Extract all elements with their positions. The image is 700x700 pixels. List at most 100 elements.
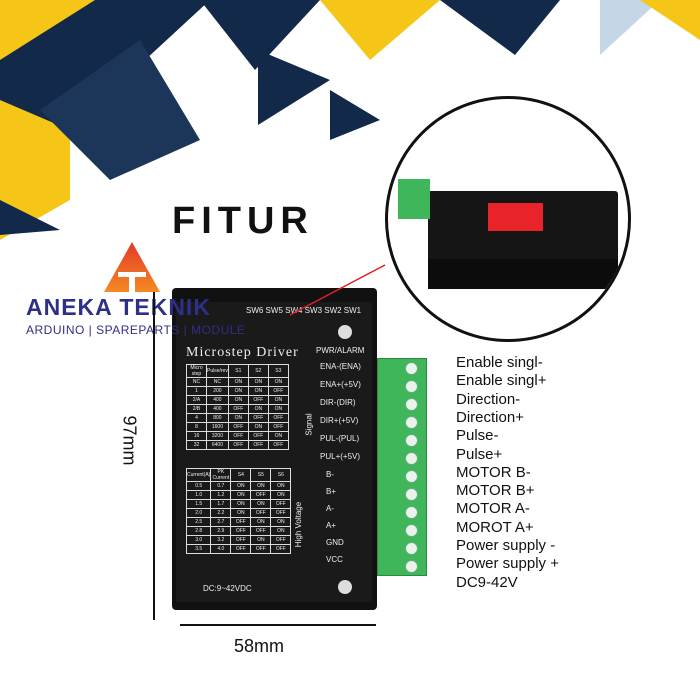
table-cell: ON xyxy=(250,535,272,545)
signal-pin-label: PUL-(PUL) xyxy=(320,434,360,443)
height-dimension: 97mm xyxy=(119,415,140,466)
table-cell: ON xyxy=(267,431,289,441)
table-cell: OFF xyxy=(270,544,292,554)
table-cell: 3.5 xyxy=(185,544,212,554)
terminal-screw-icon xyxy=(405,380,418,393)
hv-pin-label: A+ xyxy=(326,521,337,530)
table-cell: OFF xyxy=(267,386,289,396)
table-cell: ON xyxy=(270,481,292,491)
header-cell: Pulse/rev xyxy=(206,364,229,378)
table-cell: ON xyxy=(227,377,249,387)
table-cell: OFF xyxy=(247,431,269,441)
table-cell: OFF xyxy=(230,535,252,545)
table-cell: 3.2 xyxy=(210,535,232,545)
table-cell: 8 xyxy=(186,422,207,432)
screw-icon xyxy=(338,580,352,594)
table-cell: 2.5 xyxy=(185,517,212,527)
table-cell: ON xyxy=(267,404,289,414)
signal-pin-label: DIR-(DIR) xyxy=(320,398,356,407)
hv-pin-label: B- xyxy=(326,470,334,479)
table-cell: OFF xyxy=(230,544,252,554)
table-cell: 1.5 xyxy=(185,499,212,509)
table-cell: ON xyxy=(250,499,272,509)
terminal-label: Direction+ xyxy=(456,408,524,426)
table-cell: 2.7 xyxy=(210,517,232,527)
hv-pin-label: VCC xyxy=(326,555,343,564)
terminal-label: MOTOR B+ xyxy=(456,482,535,500)
terminal-screw-icon xyxy=(405,434,418,447)
table-cell: 6400 xyxy=(206,440,229,450)
dip-switch xyxy=(488,203,543,231)
table-cell: 32 xyxy=(186,440,207,450)
table-cell: 4 xyxy=(186,413,207,423)
terminal-label: MOTOR A- xyxy=(456,500,530,518)
terminal-label: Power supply + xyxy=(456,555,559,573)
table-cell: OFF xyxy=(230,526,252,536)
table-cell: 2.8 xyxy=(185,526,212,536)
terminal-label: DC9-42V xyxy=(456,573,518,591)
dip-switch-closeup xyxy=(385,96,631,342)
table-cell: 800 xyxy=(206,413,229,423)
table-cell: 2.0 xyxy=(185,508,212,518)
table-cell: 2/B xyxy=(186,404,207,414)
terminal-screw-icon xyxy=(405,470,418,483)
width-dimension: 58mm xyxy=(234,636,285,656)
table-cell: ON xyxy=(270,517,292,527)
table-cell: ON xyxy=(247,386,269,396)
table-cell: ON xyxy=(270,526,292,536)
screw-icon xyxy=(338,325,352,339)
table-cell: ON xyxy=(250,481,272,491)
table-cell: 400 xyxy=(206,395,229,405)
terminal-label: MOTOR B- xyxy=(456,463,531,481)
logo-tagline: ARDUINO | SPAREPARTS | MODULE xyxy=(26,323,246,337)
table-cell: OFF xyxy=(227,404,249,414)
header-cell: S1 xyxy=(227,364,249,378)
terminal-screw-icon xyxy=(405,542,418,555)
hv-pin-label: GND xyxy=(326,538,344,547)
table-cell: OFF xyxy=(250,508,272,518)
table-cell: OFF xyxy=(227,440,249,450)
header-cell: PK Current xyxy=(210,468,232,482)
table-cell: 2.2 xyxy=(210,508,232,518)
terminal-label: Enable singl- xyxy=(456,354,543,371)
table-cell: ON xyxy=(267,377,289,387)
terminal-block xyxy=(377,358,427,576)
terminal-label: Pulse+ xyxy=(456,445,503,463)
terminal-screw-icon xyxy=(405,524,418,537)
terminal-label: Pulse- xyxy=(456,427,499,445)
table-cell: 1 xyxy=(186,386,207,396)
table-cell: OFF xyxy=(227,431,249,441)
table-cell: 1.7 xyxy=(210,499,232,509)
header-cell: S5 xyxy=(250,468,272,482)
signal-pin-label: ENA-(ENA) xyxy=(320,362,361,371)
signal-pin-label: DIR+(+5V) xyxy=(320,416,359,425)
terminal-label: Enable singl+ xyxy=(456,372,547,390)
table-cell: OFF xyxy=(250,490,272,500)
table-cell: ON xyxy=(247,404,269,414)
table-cell: 3200 xyxy=(206,431,229,441)
terminal-label: Power supply - xyxy=(456,537,556,554)
signal-label: Signal xyxy=(304,413,314,436)
table-cell: ON xyxy=(230,508,252,518)
signal-pin-label: PUL+(+5V) xyxy=(320,452,361,461)
table-cell: NC xyxy=(186,377,207,387)
table-cell: NC xyxy=(206,377,229,387)
terminal-screw-icon xyxy=(405,560,418,573)
table-cell: OFF xyxy=(270,535,292,545)
table-cell: ON xyxy=(230,481,252,491)
table-cell: 0.7 xyxy=(210,481,232,491)
logo-icon xyxy=(104,242,160,292)
table-cell: 16 xyxy=(186,431,207,441)
